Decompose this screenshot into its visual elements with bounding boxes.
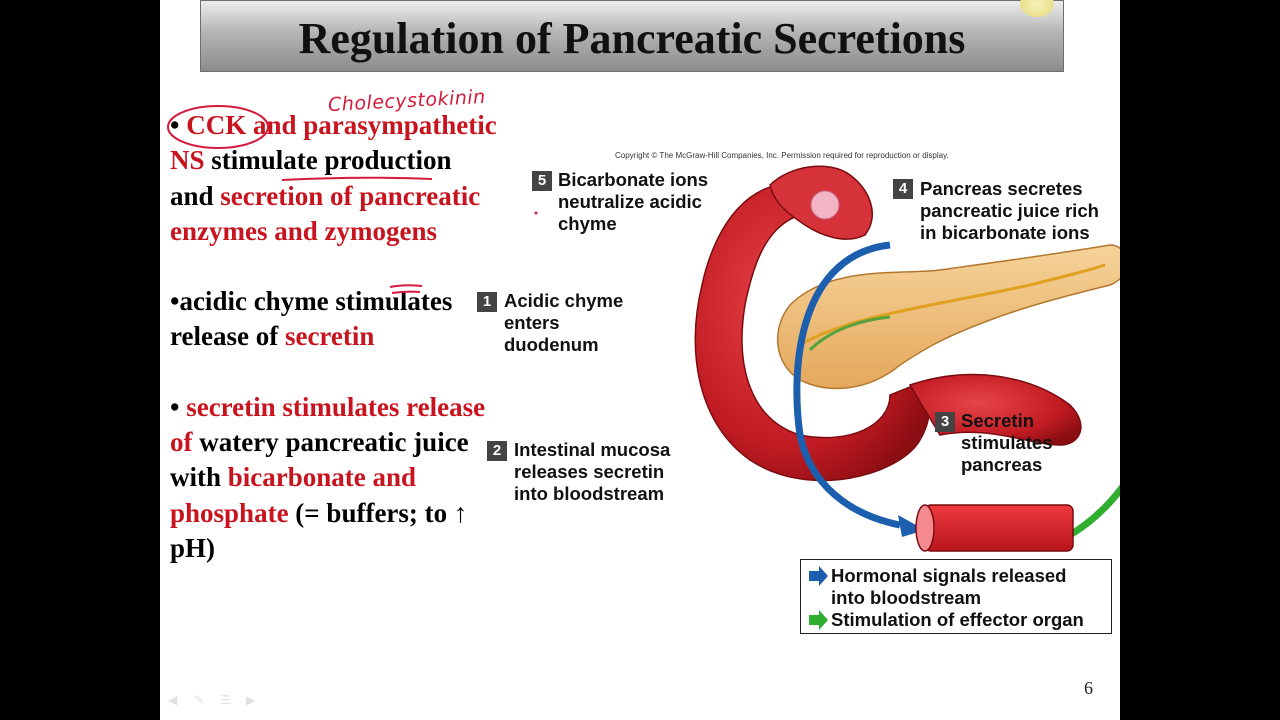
step-4-text: Pancreas secretes pancreatic juice rich … — [920, 178, 1099, 243]
slide: Regulation of Pancreatic Secretions Chol… — [160, 0, 1120, 720]
legend-hormonal: Hormonal signals released into bloodstre… — [831, 565, 1067, 608]
bullet-3: • secretin stimulates release of watery … — [170, 391, 486, 563]
step-2-badge: 2 — [487, 441, 507, 461]
step-3-badge: 3 — [935, 412, 955, 432]
legend: Hormonal signals released into bloodstre… — [800, 559, 1112, 634]
bloodstream-label: Bloodstream — [775, 518, 887, 538]
bullet-1: • CCK and parasympathetic NS stimulate p… — [170, 110, 497, 246]
step-5-text: Bicarbonate ions neutralize acidic chyme — [558, 169, 709, 234]
bloodstream-vessel — [924, 504, 1074, 552]
stimulation-arrow — [1068, 484, 1120, 539]
green-arrow-icon — [809, 610, 828, 630]
pancreas-diagram — [694, 165, 1120, 552]
slide-nav: ◀ ✎ ☰ ▶ — [168, 694, 262, 706]
step-4-badge: 4 — [893, 179, 913, 199]
next-slide-icon[interactable]: ▶ — [246, 693, 256, 707]
cck-term: CCK — [186, 110, 247, 140]
bullet-list: • CCK and parasympathetic NS stimulate p… — [170, 108, 500, 566]
pancreas — [776, 244, 1120, 390]
previous-slide-icon[interactable]: ◀ — [168, 693, 178, 707]
blue-arrow-icon — [809, 566, 828, 586]
title-bar: Regulation of Pancreatic Secretions — [200, 0, 1064, 72]
step-1-text: Acidic chyme enters duodenum — [504, 290, 624, 355]
hormonal-arrow — [793, 241, 901, 529]
laser-pointer-icon — [1020, 0, 1054, 17]
copyright-note: Copyright © The McGraw-Hill Companies, I… — [615, 151, 949, 160]
pen-icon[interactable]: ✎ — [194, 693, 205, 707]
step-1-badge: 1 — [477, 292, 497, 312]
step-2-text: Intestinal mucosa releases secretin into… — [514, 439, 671, 504]
duodenum — [694, 183, 930, 482]
menu-icon[interactable]: ☰ — [220, 693, 231, 707]
step-3-text: Secretin stimulates pancreas — [961, 410, 1053, 475]
legend-stimulation: Stimulation of effector organ — [831, 609, 1084, 630]
slide-title: Regulation of Pancreatic Secretions — [298, 14, 966, 63]
bullet-2: •acidic chyme stimulates release of secr… — [170, 286, 453, 352]
page-number: 6 — [1084, 678, 1093, 698]
step-5-badge: 5 — [532, 171, 552, 191]
